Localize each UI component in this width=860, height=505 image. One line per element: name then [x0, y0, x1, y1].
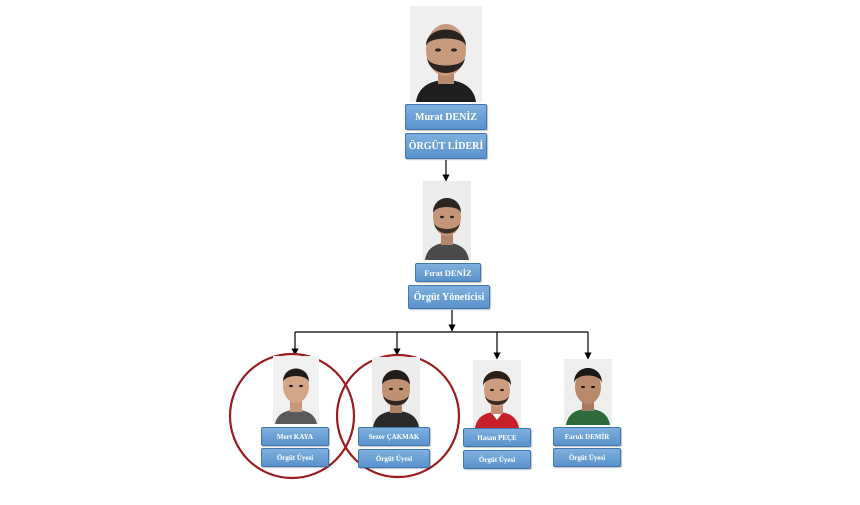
person-portrait-icon	[410, 6, 482, 102]
member-1-role-box: Örgüt Üyesi	[261, 448, 329, 467]
member-3-role-box: Örgüt Üyesi	[463, 450, 531, 469]
member-2-role-box: Örgüt Üyesi	[358, 449, 430, 468]
leader-name-box: Murat DENİZ	[405, 104, 487, 130]
member-1-name-box: Mert KAYA	[261, 427, 329, 446]
person-portrait-icon	[423, 181, 471, 260]
highlight-circle-member-1	[228, 352, 356, 480]
member-4-photo	[564, 359, 612, 425]
person-portrait-icon	[273, 356, 319, 424]
member-2-name-box: Sezer ÇAKMAK	[358, 427, 430, 446]
member-1-photo	[273, 356, 319, 424]
member-3-photo	[473, 360, 521, 428]
person-portrait-icon	[372, 357, 420, 427]
manager-role-box: Örgüt Yöneticisi	[408, 285, 490, 309]
member-4-name-box: Faruk DEMİR	[553, 427, 621, 446]
leader-photo	[410, 6, 482, 102]
person-portrait-icon	[564, 359, 612, 425]
manager-photo	[423, 181, 471, 260]
member-4-role-box: Örgüt Üyesi	[553, 448, 621, 467]
manager-name-box: Fırat DENİZ	[415, 263, 481, 282]
person-portrait-icon	[473, 360, 521, 428]
member-3-name-box: Hasan PEÇE	[463, 428, 531, 447]
member-2-photo	[372, 357, 420, 427]
leader-role-box: ÖRGÜT LİDERİ	[405, 133, 487, 159]
highlight-circle-member-2	[335, 353, 461, 479]
